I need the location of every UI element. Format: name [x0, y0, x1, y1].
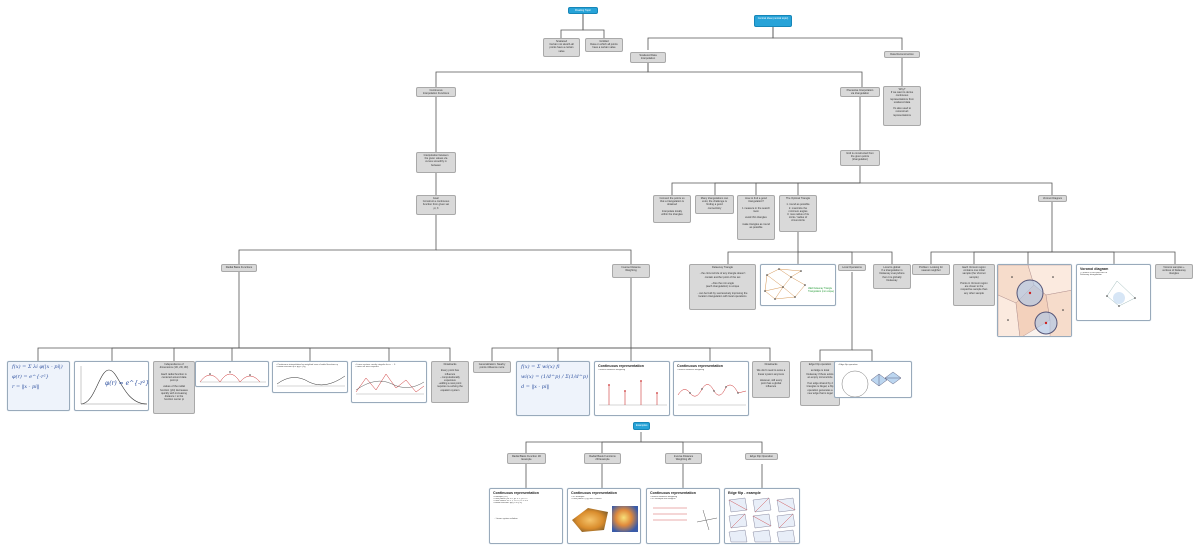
floating-topic[interactable]: Floating Topic	[568, 7, 598, 14]
example-card-1-bullet-4: • Radial function: φ(r) = e^{-r²}	[493, 502, 523, 504]
gridded-definition[interactable]: Gridded Data on which all points have a …	[585, 38, 623, 52]
example-edge-flip[interactable]: Edge Flip Operation	[745, 453, 778, 460]
edge-flip-figure	[841, 370, 902, 397]
example-card-3-title: Continuous representation	[650, 491, 696, 495]
delaunay-illustration: Valid Delaunay Triangle Triangulation (n…	[764, 268, 834, 300]
edge-flip-card: • Edge flip operation	[834, 361, 912, 398]
example-card-3-bullet-2: • 2D example with weights	[650, 498, 676, 500]
idw-card-2-plot	[677, 384, 747, 406]
rbf-weighted-plot	[276, 375, 346, 387]
gaussian-plot-card: φ(r) = e^{-r²}	[74, 361, 149, 411]
example-card-1-footer: → Linear system solution	[493, 518, 518, 520]
rbf-formula-line-1: f(x) = Σ λi φ(|x - pi|)	[12, 364, 63, 370]
idw-formula-line-3: d = ‖x - pi‖	[521, 384, 550, 390]
example-card-1: Continuous representation • Example (1D)…	[489, 488, 563, 544]
rbf-formula-line-3: r = ‖x - pi‖	[12, 384, 40, 390]
example-card-2-bullet-2: • Data points: (x,y) with f values	[571, 498, 602, 500]
voronoi-region-node[interactable]: Each Voronoi region contains one initial…	[953, 264, 995, 306]
example-card-4-title: Edge flip - example	[728, 491, 761, 495]
voronoi-card-bullet: • Centers of circumcircles of Delaunay t…	[1080, 272, 1108, 276]
goal-node[interactable]: Goal: Construct a continuous function fr…	[416, 195, 456, 215]
delaunay-image-card: Valid Delaunay Triangle Triangulation (n…	[760, 264, 836, 306]
continuous-interpolation-functions[interactable]: Continuous Interpolation Functions	[416, 87, 456, 97]
rbf-bullet-2: • Radial function φi = φ(|x - pi|)	[276, 366, 306, 368]
grid-constructed[interactable]: Grid is constructed from the given point…	[840, 150, 880, 166]
example-card-3-bullet-1: • Inverse distance weighting	[650, 496, 678, 498]
rbf-formula-line-2: φ(r) = e^{-r²}	[12, 374, 49, 380]
gaussian-curve-plot	[80, 366, 148, 405]
good-triangulation-node[interactable]: How to find a good triangulation? 1 meas…	[737, 195, 775, 240]
example-card-4-flip-grid	[728, 497, 796, 543]
rbf-bullet-1: • Continuous interpolation by weighted s…	[276, 364, 338, 366]
rbf-independence-node[interactable]: Independence of dimensions (1D, 2D, 3D) …	[153, 361, 195, 414]
idw-continuous-card-2: Continuous representation • Inverse dist…	[673, 361, 749, 416]
idw-drawbacks-node[interactable]: Drawbacks We don't need to solve a linea…	[752, 361, 790, 398]
idw-formula-line-1: f(x) = Σ wi(x) fi	[521, 364, 560, 370]
why-node[interactable]: Why? If we want to derive continuous rep…	[883, 86, 921, 126]
local-operations-node[interactable]: Local Operations	[838, 264, 866, 271]
voronoi-diagram-node[interactable]: Voronoi Diagram	[1038, 195, 1067, 202]
rbf-interp-plot	[199, 371, 266, 383]
problem-nearest-neighbor[interactable]: Problem: Looking for nearest neighbor	[912, 264, 950, 275]
gaussian-formula: φ(r) = e^{-r²}	[105, 380, 149, 387]
example-card-4: Edge flip - example	[724, 488, 800, 544]
example-card-2-bullet-1: • 2D Example	[571, 496, 585, 498]
example-card-2-surfaces	[572, 506, 638, 532]
examples-topic[interactable]: Examples	[633, 422, 650, 430]
optimal-triangle-node[interactable]: The Optimal Triangle 1. round as possibl…	[779, 195, 817, 232]
example-card-1-bullet-2: • Data points: p0 = 0, p1 = 1, p2 = 2	[493, 498, 528, 500]
idw-card-1-plot	[599, 380, 667, 406]
example-rbf-2d[interactable]: Radial Basis Functions 2D Example	[584, 453, 621, 464]
example-card-1-bullet-3: • Data values: f0 = 1, f1 = 2, f2 = 0.5	[493, 500, 528, 502]
example-card-3: Continuous representation • Inverse dist…	[646, 488, 720, 544]
idw-formula-line-2: wi(x) = (1/d^p) / Σ(1/d^p)	[521, 374, 589, 380]
edge-flip-card-bullet: • Edge flip operation	[838, 364, 858, 366]
inverse-distance-weighting-node[interactable]: Inverse Distance Weighting	[612, 264, 650, 278]
connect-points-node[interactable]: Connect the points so that a triangulati…	[653, 195, 691, 223]
rbf-solution-bullet-1: • Linear system: nearly singular for σ →…	[355, 364, 396, 366]
example-rbf-1d[interactable]: Radial Basis Function 1D Example	[507, 453, 546, 464]
scattered-data-interpolation[interactable]: Scattered Data Interpolation	[630, 52, 666, 63]
idw-card-1-bullet: • Inverse distance weighting	[598, 369, 626, 371]
rbf-solution-card: • Linear system: nearly singular for σ →…	[351, 361, 427, 403]
idw-card-2-bullet: • Inverse distance weighting	[677, 369, 705, 371]
rbf-interp-plot-card	[195, 361, 269, 387]
idw-card-1-title: Continuous representation	[598, 364, 644, 368]
local-to-global-node[interactable]: Local to global: If a triangulation is D…	[873, 264, 911, 289]
rbf-formula-card: f(x) = Σ λi φ(|x - pi|) φ(r) = e^{-r²} r…	[7, 361, 70, 411]
example-idw-2d[interactable]: Inverse Distance Weighting 2D	[665, 453, 702, 464]
rbf-solution-bullet-2: • Solve via least squares	[355, 366, 379, 368]
voronoi-illustration	[998, 265, 1071, 336]
interpolation-between-values[interactable]: Interpolation between the given values v…	[416, 152, 456, 173]
piecewise-interpolation[interactable]: Piecewise Interpolation via triangulatio…	[840, 87, 880, 97]
example-card-1-bullet-1: • Example (1D)	[493, 496, 508, 498]
example-card-3-figure	[653, 507, 718, 531]
idw-formula-card: f(x) = Σ wi(x) fi wi(x) = (1/d^p) / Σ(1/…	[516, 361, 590, 416]
central-idea[interactable]: Central Idea (central topic)	[754, 15, 792, 27]
delaunay-triangle-node[interactable]: Delaunay Triangle - the circumcircle of …	[689, 264, 756, 310]
voronoi-image-card	[997, 264, 1072, 337]
many-triangulations-node[interactable]: Many triangulations can exist, the chall…	[695, 195, 734, 214]
voronoi-card-figure	[1106, 280, 1136, 307]
idw-continuous-card-1: Continuous representation • Inverse dist…	[594, 361, 670, 416]
rbf-drawbacks-node[interactable]: Drawbacks Every point has influence - co…	[431, 361, 469, 403]
scattered-definition[interactable]: Scattered Certain not sketch-all points …	[543, 38, 580, 57]
voronoi-diagram-card: Voronoi diagram • Centers of circumcircl…	[1076, 264, 1151, 321]
data-reconstruction[interactable]: Data Reconstruction	[884, 51, 920, 58]
idw-generalization-node[interactable]: Generalization: Nearby points influence …	[473, 361, 511, 373]
voronoi-samples-node[interactable]: Voronoi samples + vertices of Delaunay t…	[1155, 264, 1193, 279]
edge-flip-description[interactable]: Edge Flip operation an Edge is local Del…	[800, 361, 840, 406]
svg-text:Valid Delaunay Triangle: Valid Delaunay Triangle Triangulation (n…	[808, 287, 834, 293]
example-card-2: Continuous representation • 2D Example •…	[567, 488, 641, 544]
idw-card-2-title: Continuous representation	[677, 364, 723, 368]
rbf-solution-plot	[355, 373, 425, 395]
rbf-continuous-card: • Continuous interpolation by weighted s…	[272, 361, 348, 393]
example-card-2-title: Continuous representation	[571, 491, 617, 495]
example-card-1-title: Continuous representation	[493, 491, 539, 495]
voronoi-card-title: Voronoi diagram	[1080, 267, 1109, 271]
radial-basis-functions-node[interactable]: Radial Basis Functions	[221, 264, 257, 272]
